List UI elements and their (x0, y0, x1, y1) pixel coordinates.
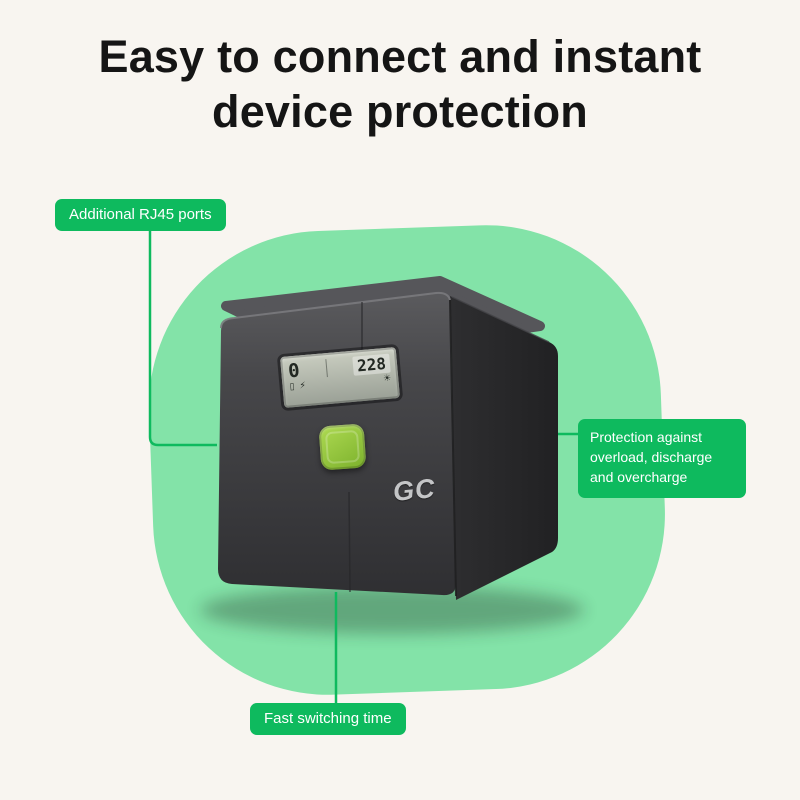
title-line-1: Easy to connect and instant (98, 31, 702, 82)
device-front-seam-lower (348, 491, 351, 593)
lcd-display: 0 228 ▯ ⚡ ☀ (279, 347, 401, 408)
callout-line-rj45 (148, 229, 217, 447)
title-line-2: device protection (212, 85, 588, 137)
power-button[interactable] (318, 423, 367, 471)
device-front-top-highlight (220, 291, 451, 329)
plug-icon: ⚡ (299, 381, 307, 392)
device-side-top-edge (451, 296, 550, 343)
callout-overload-protection: Protection against overload, discharge a… (578, 419, 746, 498)
power-button-ring (324, 429, 361, 465)
callout-rj45-ports: Additional RJ45 ports (55, 199, 226, 231)
lcd-divider (325, 359, 328, 378)
ups-device (218, 276, 558, 600)
callout-fast-switching: Fast switching time (250, 703, 406, 735)
bulb-icon: ☀ (382, 373, 392, 385)
device-side-face (450, 296, 558, 600)
device-front-right-edge (449, 299, 457, 597)
lcd-left-icons: ▯ ⚡ (289, 381, 307, 393)
battery-icon: ▯ (289, 382, 296, 393)
lcd-left-value: 0 (287, 359, 301, 383)
brand-logo: GC (391, 473, 437, 507)
device-shadow (200, 586, 584, 634)
page-title: Easy to connect and instant device prote… (0, 30, 800, 140)
lcd-right-value: 228 (352, 353, 391, 376)
